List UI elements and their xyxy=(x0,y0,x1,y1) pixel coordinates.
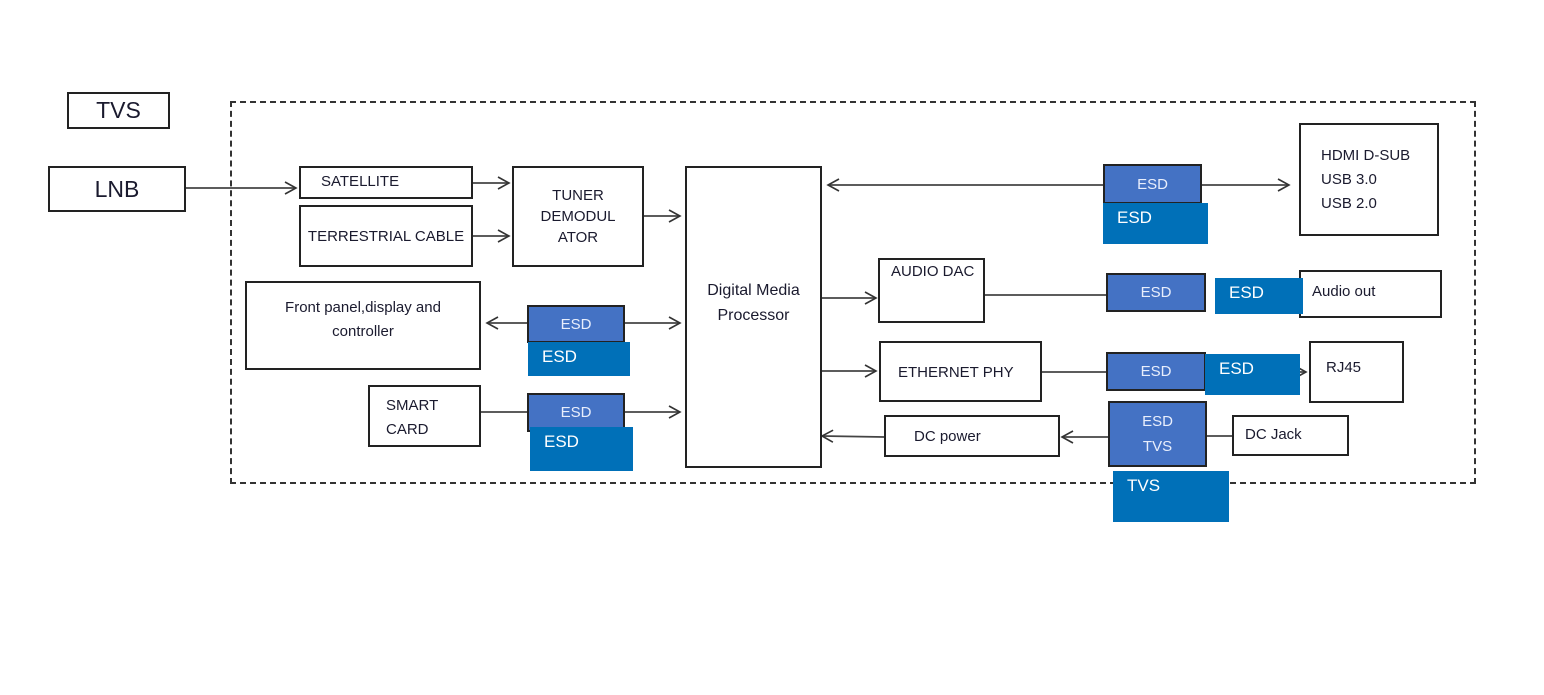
annotation-label: ESD xyxy=(1229,283,1264,302)
tuner-label-line2: DEMODUL xyxy=(540,208,616,225)
tuner-label-line1: TUNER xyxy=(552,187,604,204)
legend-tvs-label: TVS xyxy=(96,97,141,123)
annotation-esd-audio: ESD xyxy=(1215,278,1303,314)
terrestrial-cable-label: TERRESTRIAL CABLE xyxy=(307,227,465,245)
system-boundary xyxy=(230,101,1476,484)
annotation-label: TVS xyxy=(1127,476,1161,495)
terrestrial-cable-block: TERRESTRIAL CABLE xyxy=(299,205,473,267)
smart-card-block: SMART CARD xyxy=(368,385,481,447)
esd-block-front-panel: ESD xyxy=(527,305,625,343)
annotation-label: ESD xyxy=(1219,359,1254,378)
esd-block-audio: ESD xyxy=(1106,273,1206,312)
audio-dac-block: AUDIO DAC xyxy=(878,258,985,323)
tuner-label-line3: ATOR xyxy=(557,229,599,246)
dmp-label-line2: Processor xyxy=(717,307,790,324)
hdmi-label-line1: HDMI D-SUB xyxy=(1321,147,1411,164)
dc-power-label: DC power xyxy=(914,428,981,445)
front-panel-label-line2: controller xyxy=(332,322,394,340)
audio-out-label: Audio out xyxy=(1312,283,1376,300)
front-panel-label-line1: Front panel,display and xyxy=(285,298,441,316)
dc-power-block: DC power xyxy=(884,415,1060,457)
rj45-label: RJ45 xyxy=(1326,359,1362,376)
annotation-tvs-dc: TVS xyxy=(1113,471,1229,522)
satellite-label: SATELLITE xyxy=(321,173,400,190)
annotation-esd-hdmi: ESD xyxy=(1103,203,1208,244)
esd-block-hdmi: ESD xyxy=(1103,164,1202,204)
hdmi-label-line3: USB 2.0 xyxy=(1321,195,1377,212)
esd-label: ESD xyxy=(1137,175,1168,193)
smart-card-label-line2: CARD xyxy=(386,421,429,438)
dc-jack-block: DC Jack xyxy=(1232,415,1349,456)
esd-tvs-label-line2: TVS xyxy=(1142,438,1173,455)
esd-block-ethernet: ESD xyxy=(1106,352,1206,391)
dmp-label-line1: Digital Media xyxy=(707,282,800,299)
legend-tvs-box: TVS xyxy=(67,92,170,129)
tuner-demodulator-block: TUNER DEMODUL ATOR xyxy=(512,166,644,267)
dc-power-to-dmp-arrow xyxy=(820,429,885,443)
satellite-block: SATELLITE xyxy=(299,166,473,199)
annotation-esd-smart-card: ESD xyxy=(530,427,633,471)
rj45-block: RJ45 xyxy=(1309,341,1404,403)
esd-label: ESD xyxy=(560,315,592,333)
esd-tvs-label-line1: ESD xyxy=(1142,413,1173,430)
audio-out-block: Audio out xyxy=(1299,270,1442,318)
annotation-esd-ethernet: ESD xyxy=(1205,354,1300,395)
front-panel-block: Front panel,display and controller xyxy=(245,281,481,370)
lnb-block: LNB xyxy=(48,166,186,212)
ethernet-phy-label: ETHERNET PHY xyxy=(898,364,1014,381)
esd-tvs-block-dc: ESD TVS xyxy=(1108,401,1207,467)
dc-jack-label: DC Jack xyxy=(1245,426,1302,443)
esd-label: ESD xyxy=(1140,284,1172,301)
esd-label: ESD xyxy=(1140,363,1172,380)
hdmi-usb-block: HDMI D-SUB USB 3.0 USB 2.0 xyxy=(1299,123,1439,236)
annotation-label: ESD xyxy=(544,432,579,451)
esd-label: ESD xyxy=(560,404,592,421)
lnb-label: LNB xyxy=(94,175,140,202)
annotation-esd-front-panel: ESD xyxy=(528,342,630,376)
smart-card-label-line1: SMART xyxy=(386,397,439,414)
annotation-label: ESD xyxy=(1117,208,1152,227)
annotation-label: ESD xyxy=(542,347,577,366)
audio-dac-label: AUDIO DAC xyxy=(891,263,975,280)
hdmi-label-line2: USB 3.0 xyxy=(1321,171,1377,188)
digital-media-processor-block: Digital Media Processor xyxy=(685,166,822,468)
ethernet-phy-block: ETHERNET PHY xyxy=(879,341,1042,402)
